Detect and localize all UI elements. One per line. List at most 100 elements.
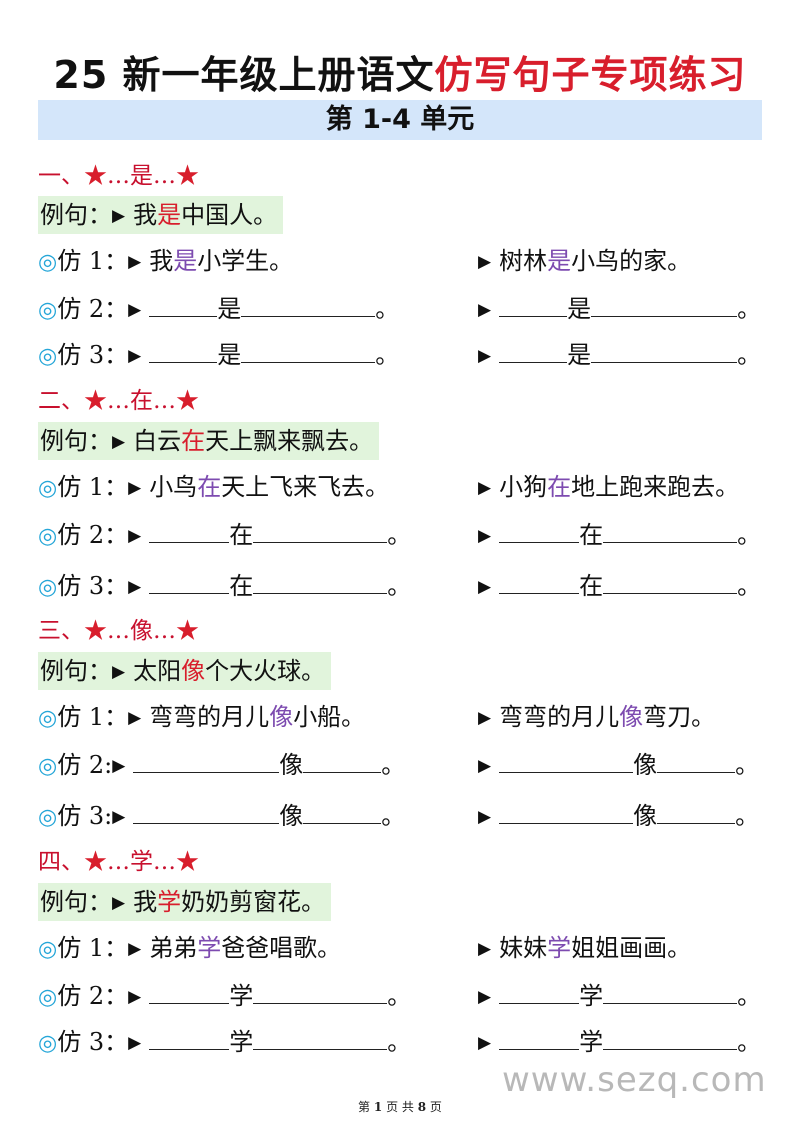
- ring-icon: ◎: [38, 344, 58, 369]
- triangle-icon: ▶: [478, 252, 492, 272]
- triangle-icon: ▶: [128, 1033, 142, 1053]
- answer-blank[interactable]: [499, 516, 580, 543]
- triangle-icon: ▶: [478, 708, 492, 728]
- section-3-practice-3: ◎仿 3:▶像。 ▶像。: [38, 797, 762, 831]
- star-icon: ★: [84, 618, 107, 644]
- section-4-practice-1: ◎仿 1：▶弟弟学爸爸唱歌。 ▶妹妹学姐姐画画。: [38, 931, 762, 965]
- answer-blank[interactable]: [591, 336, 738, 363]
- answer-blank[interactable]: [603, 567, 738, 594]
- section-4-example: 例句：▶我学奶奶剪窗花。: [38, 883, 332, 921]
- answer-blank[interactable]: [499, 977, 580, 1004]
- page-title: 25 新一年级上册语文仿写句子专项练习: [0, 44, 800, 99]
- triangle-icon: ▶: [128, 300, 142, 320]
- section-1-heading: 一、★…是…★: [38, 163, 199, 189]
- answer-blank[interactable]: [149, 336, 218, 363]
- triangle-icon: ▶: [112, 893, 126, 913]
- answer-blank[interactable]: [603, 977, 738, 1004]
- triangle-icon: ▶: [478, 939, 492, 959]
- triangle-icon: ▶: [128, 478, 142, 498]
- answer-blank[interactable]: [253, 1023, 388, 1050]
- answer-blank[interactable]: [499, 746, 634, 773]
- answer-blank[interactable]: [253, 516, 388, 543]
- watermark: www.sezq.com: [502, 1060, 767, 1100]
- triangle-icon: ▶: [128, 577, 142, 597]
- star-icon: ★: [84, 849, 107, 875]
- triangle-icon: ▶: [478, 987, 492, 1007]
- ring-icon: ◎: [38, 754, 58, 779]
- star-icon: ★: [84, 388, 107, 414]
- answer-blank[interactable]: [499, 290, 568, 317]
- section-4-practice-3: ◎仿 3：▶学。 ▶学。: [38, 1023, 762, 1057]
- ring-icon: ◎: [38, 805, 58, 830]
- answer-blank[interactable]: [499, 567, 580, 594]
- answer-blank[interactable]: [133, 746, 280, 773]
- answer-blank[interactable]: [657, 746, 736, 773]
- star-icon: ★: [84, 163, 107, 189]
- triangle-icon: ▶: [128, 252, 142, 272]
- star-icon: ★: [176, 849, 199, 875]
- answer-blank[interactable]: [241, 290, 376, 317]
- triangle-icon: ▶: [478, 807, 492, 827]
- triangle-icon: ▶: [478, 577, 492, 597]
- answer-blank[interactable]: [133, 797, 280, 824]
- answer-blank[interactable]: [149, 977, 230, 1004]
- triangle-icon: ▶: [478, 756, 492, 776]
- section-2-example: 例句：▶白云在天上飘来飘去。: [38, 422, 380, 460]
- section-2-heading: 二、★…在…★: [38, 388, 199, 414]
- section-3-example: 例句：▶太阳像个大火球。: [38, 652, 332, 690]
- ring-icon: ◎: [38, 937, 58, 962]
- page-footer: 第 1 页 共 8 页: [358, 1100, 442, 1114]
- triangle-icon: ▶: [478, 346, 492, 366]
- section-2-practice-1: ◎仿 1：▶小鸟在天上飞来飞去。 ▶小狗在地上跑来跑去。: [38, 470, 762, 504]
- answer-blank[interactable]: [241, 336, 376, 363]
- ring-icon: ◎: [38, 706, 58, 731]
- ring-icon: ◎: [38, 1031, 58, 1056]
- ring-icon: ◎: [38, 476, 58, 501]
- triangle-icon: ▶: [128, 346, 142, 366]
- section-1-practice-1: ◎仿 1：▶我是小学生。 ▶树林是小鸟的家。: [38, 244, 762, 278]
- answer-blank[interactable]: [591, 290, 738, 317]
- section-3-heading: 三、★…像…★: [38, 618, 199, 644]
- triangle-icon: ▶: [112, 662, 126, 682]
- triangle-icon: ▶: [112, 206, 126, 226]
- triangle-icon: ▶: [478, 1033, 492, 1053]
- section-1-practice-2: ◎仿 2：▶是。 ▶是。: [38, 290, 762, 324]
- answer-blank[interactable]: [253, 977, 388, 1004]
- section-4-practice-2: ◎仿 2：▶学。 ▶学。: [38, 977, 762, 1011]
- ring-icon: ◎: [38, 524, 58, 549]
- triangle-icon: ▶: [112, 756, 126, 776]
- section-1-example: 例句：▶我是中国人。: [38, 196, 284, 234]
- answer-blank[interactable]: [603, 516, 738, 543]
- ring-icon: ◎: [38, 298, 58, 323]
- answer-blank[interactable]: [603, 1023, 738, 1050]
- answer-blank[interactable]: [149, 567, 230, 594]
- triangle-icon: ▶: [478, 478, 492, 498]
- section-1-practice-3: ◎仿 3：▶是。 ▶是。: [38, 336, 762, 370]
- ring-icon: ◎: [38, 985, 58, 1010]
- answer-blank[interactable]: [499, 1023, 580, 1050]
- triangle-icon: ▶: [478, 300, 492, 320]
- answer-blank[interactable]: [149, 290, 218, 317]
- section-4-heading: 四、★…学…★: [38, 849, 199, 875]
- section-2-practice-3: ◎仿 3：▶在。 ▶在。: [38, 567, 762, 601]
- triangle-icon: ▶: [112, 807, 126, 827]
- title-red: 仿写句子专项练习: [434, 53, 747, 97]
- ring-icon: ◎: [38, 575, 58, 600]
- answer-blank[interactable]: [499, 336, 568, 363]
- answer-blank[interactable]: [657, 797, 736, 824]
- unit-label: 第 1-4 单元: [325, 104, 475, 135]
- answer-blank[interactable]: [499, 797, 634, 824]
- triangle-icon: ▶: [128, 987, 142, 1007]
- triangle-icon: ▶: [128, 708, 142, 728]
- star-icon: ★: [176, 163, 199, 189]
- answer-blank[interactable]: [303, 797, 382, 824]
- answer-blank[interactable]: [149, 516, 230, 543]
- triangle-icon: ▶: [128, 526, 142, 546]
- triangle-icon: ▶: [112, 432, 126, 452]
- triangle-icon: ▶: [128, 939, 142, 959]
- section-3-practice-1: ◎仿 1：▶弯弯的月儿像小船。 ▶弯弯的月儿像弯刀。: [38, 700, 762, 734]
- answer-blank[interactable]: [149, 1023, 230, 1050]
- star-icon: ★: [176, 388, 199, 414]
- answer-blank[interactable]: [303, 746, 382, 773]
- answer-blank[interactable]: [253, 567, 388, 594]
